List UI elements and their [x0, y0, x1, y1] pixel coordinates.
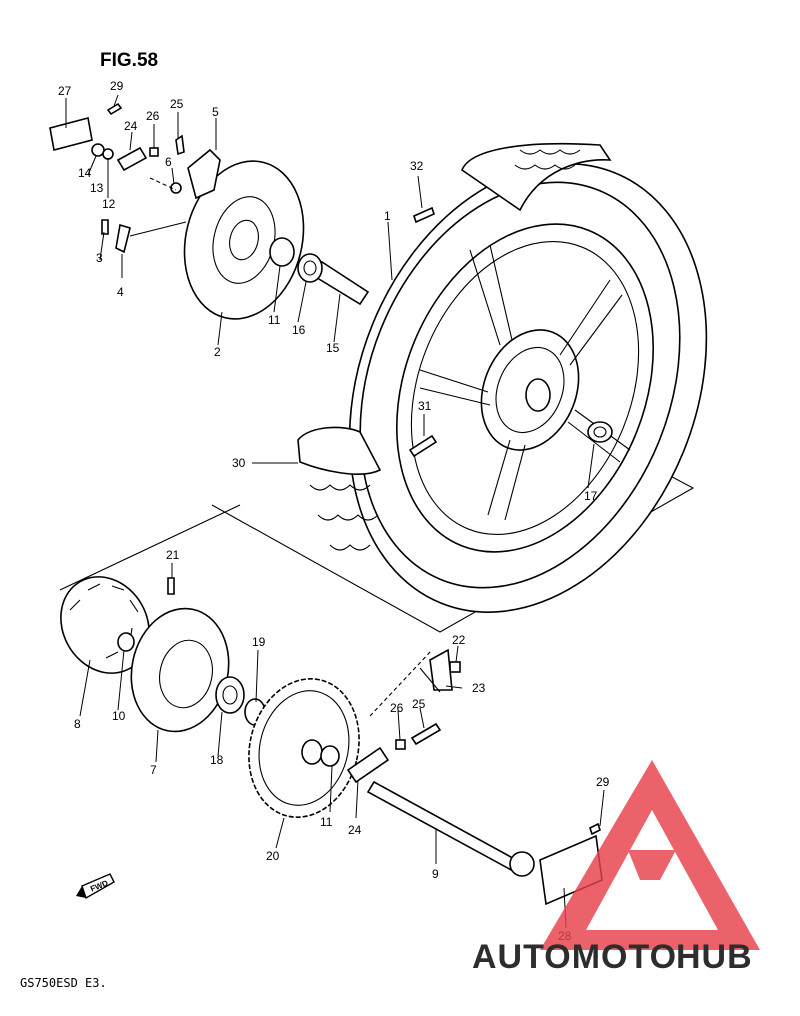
- part-label-29-lower: 29: [596, 775, 610, 789]
- part-label-7: 7: [150, 763, 157, 777]
- part-label-5: 5: [212, 105, 219, 119]
- part-label-26: 26: [146, 109, 160, 123]
- part-label-12: 12: [102, 197, 116, 211]
- part-label-30: 30: [232, 456, 246, 470]
- brake-disc-group: [49, 102, 370, 320]
- part-label-11-lower: 11: [320, 815, 333, 829]
- part-label-24: 24: [124, 119, 138, 133]
- part-label-32: 32: [410, 159, 424, 173]
- part-label-1: 1: [384, 209, 391, 223]
- part-labels: 27 29 25 26 24 5 6 14 13 12 3 4 2 11 16 …: [58, 79, 610, 943]
- part-label-6: 6: [165, 155, 172, 169]
- part-label-18: 18: [210, 753, 224, 767]
- part-label-16: 16: [292, 323, 306, 337]
- watermark-text-part2: HUB: [676, 938, 753, 976]
- part-label-17: 17: [584, 489, 598, 503]
- leader-lines: [65, 94, 605, 929]
- part-label-13: 13: [90, 181, 104, 195]
- watermark-triangle-icon: [540, 760, 760, 950]
- part-label-25-lower: 25: [412, 697, 426, 711]
- part-label-15: 15: [326, 341, 340, 355]
- part-label-27: 27: [58, 84, 72, 98]
- part-label-11-upper: 11: [268, 313, 281, 327]
- part-label-26-lower: 26: [390, 701, 404, 715]
- part-label-25: 25: [170, 97, 184, 111]
- figure-title: FIG.58: [100, 50, 158, 71]
- part-label-29: 29: [110, 79, 124, 93]
- part-label-31: 31: [418, 399, 432, 413]
- watermark-text-part1: AUTOMOTO: [472, 938, 677, 976]
- fwd-arrow-icon: FWD: [76, 873, 115, 900]
- part-label-10: 10: [112, 709, 126, 723]
- part-label-22: 22: [452, 633, 466, 647]
- model-code: GS750ESD E3.: [20, 976, 107, 990]
- rear-wheel-assembly: [211, 142, 708, 633]
- part-label-21: 21: [166, 548, 180, 562]
- part-label-4: 4: [117, 285, 124, 299]
- part-label-3: 3: [96, 251, 103, 265]
- part-label-14: 14: [78, 166, 92, 180]
- part-label-9: 9: [432, 867, 439, 881]
- fwd-label: FWD: [89, 878, 109, 893]
- watermark-logo: AUTOMOTO HUB: [472, 760, 760, 976]
- part-label-19: 19: [252, 635, 266, 649]
- part-label-24-lower: 24: [348, 823, 362, 837]
- part-label-23: 23: [472, 681, 486, 695]
- part-label-8: 8: [74, 717, 81, 731]
- part-label-2: 2: [214, 345, 221, 359]
- part-label-20: 20: [266, 849, 280, 863]
